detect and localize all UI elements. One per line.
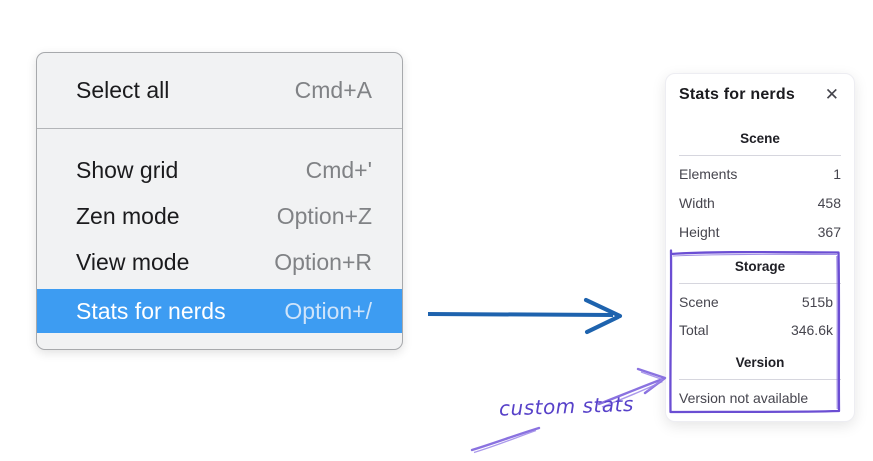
stat-label: Elements xyxy=(679,166,738,182)
section-heading-storage: Storage xyxy=(734,259,786,274)
menu-item-label: Select all xyxy=(76,76,170,103)
section-divider xyxy=(679,155,841,156)
version-note: Version not available xyxy=(679,390,809,406)
menu-item-label: Show grid xyxy=(76,156,179,183)
menu-item-zen-mode[interactable]: Zen mode Option+Z xyxy=(37,194,402,238)
flow-arrow xyxy=(427,297,623,335)
menu-item-shortcut: Cmd+A xyxy=(294,76,372,103)
stats-panel: Stats for nerds ✕ Scene Elements 1 Width… xyxy=(665,73,855,422)
stat-label: Width xyxy=(679,195,715,211)
menu-item-label: Stats for nerds xyxy=(76,297,226,324)
menu-item-label: View mode xyxy=(76,248,190,275)
menu-item-label: Zen mode xyxy=(76,202,180,229)
stat-value: 346.6k xyxy=(790,322,833,338)
section-heading-version: Version xyxy=(735,355,785,370)
stat-label: Total xyxy=(679,322,709,338)
stat-value: 1 xyxy=(833,166,841,182)
stat-row-scene-storage: Scene 515b xyxy=(679,293,841,311)
section-divider xyxy=(679,379,841,380)
menu-item-shortcut: Option+/ xyxy=(284,297,372,324)
stat-row-height: Height 367 xyxy=(679,223,841,241)
section-divider xyxy=(679,283,841,284)
stats-panel-title: Stats for nerds xyxy=(679,86,795,103)
section-heading-scene: Scene xyxy=(740,131,780,146)
stat-value: 515b xyxy=(801,294,833,310)
stat-row-total-storage: Total 346.6k xyxy=(679,321,841,339)
menu-item-shortcut: Option+R xyxy=(274,248,372,275)
menu-separator xyxy=(37,128,402,129)
menu-item-select-all[interactable]: Select all Cmd+A xyxy=(37,68,402,112)
stats-panel-header: Stats for nerds ✕ xyxy=(679,86,841,104)
stat-value: 458 xyxy=(817,195,841,211)
stat-label: Scene xyxy=(679,294,719,310)
stat-label: Height xyxy=(679,224,720,240)
annotation-label: custom stats xyxy=(498,391,635,421)
menu-item-stats-for-nerds[interactable]: Stats for nerds Option+/ xyxy=(37,289,402,333)
context-menu: Select all Cmd+A Show grid Cmd+' Zen mod… xyxy=(36,52,403,350)
stat-row-width: Width 458 xyxy=(679,194,841,212)
menu-item-view-mode[interactable]: View mode Option+R xyxy=(37,240,402,284)
close-icon[interactable]: ✕ xyxy=(824,84,839,105)
stat-value: 367 xyxy=(817,224,841,240)
menu-item-show-grid[interactable]: Show grid Cmd+' xyxy=(37,148,402,192)
menu-item-shortcut: Cmd+' xyxy=(305,156,372,183)
menu-item-shortcut: Option+Z xyxy=(276,202,372,229)
stat-row-elements: Elements 1 xyxy=(679,165,841,183)
